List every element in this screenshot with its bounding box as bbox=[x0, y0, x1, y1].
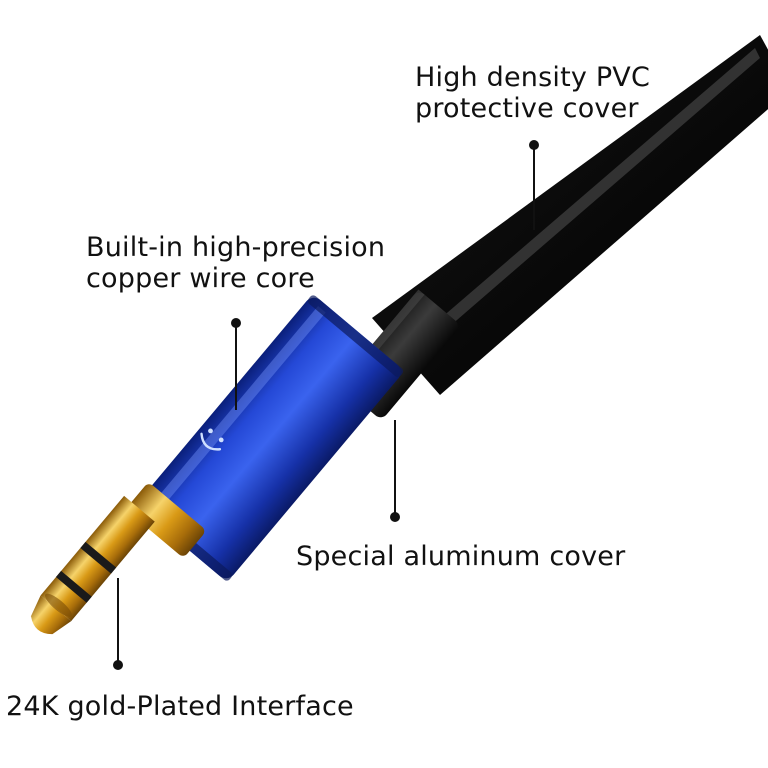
cable-highlight bbox=[412, 48, 760, 352]
callout-aluminum-line1: Special aluminum cover bbox=[296, 541, 626, 572]
callout-copper-line1: Built-in high-precision bbox=[86, 232, 386, 263]
aluminum-shell bbox=[136, 295, 404, 581]
callout-gold-interface: 24K gold-Plated Interface bbox=[6, 691, 354, 722]
callout-aluminum-cover: Special aluminum cover bbox=[296, 541, 625, 572]
callout-copper-core: Built-in high-precision copper wire core bbox=[86, 232, 385, 294]
smiley-face-icon bbox=[200, 428, 224, 451]
leader-gold bbox=[113, 578, 123, 670]
leader-aluminum bbox=[390, 420, 400, 522]
callout-gold-line1: 24K gold-Plated Interface bbox=[6, 691, 354, 722]
gold-plug bbox=[30, 495, 155, 635]
callout-copper-line2: copper wire core bbox=[86, 263, 315, 294]
callout-pvc-cover: High density PVC protective cover bbox=[415, 62, 650, 124]
gold-base-ring bbox=[127, 484, 205, 556]
leader-pvc bbox=[529, 140, 539, 230]
callout-pvc-line2: protective cover bbox=[415, 93, 639, 124]
callout-pvc-line1: High density PVC bbox=[415, 62, 651, 93]
leader-copper bbox=[231, 318, 241, 410]
